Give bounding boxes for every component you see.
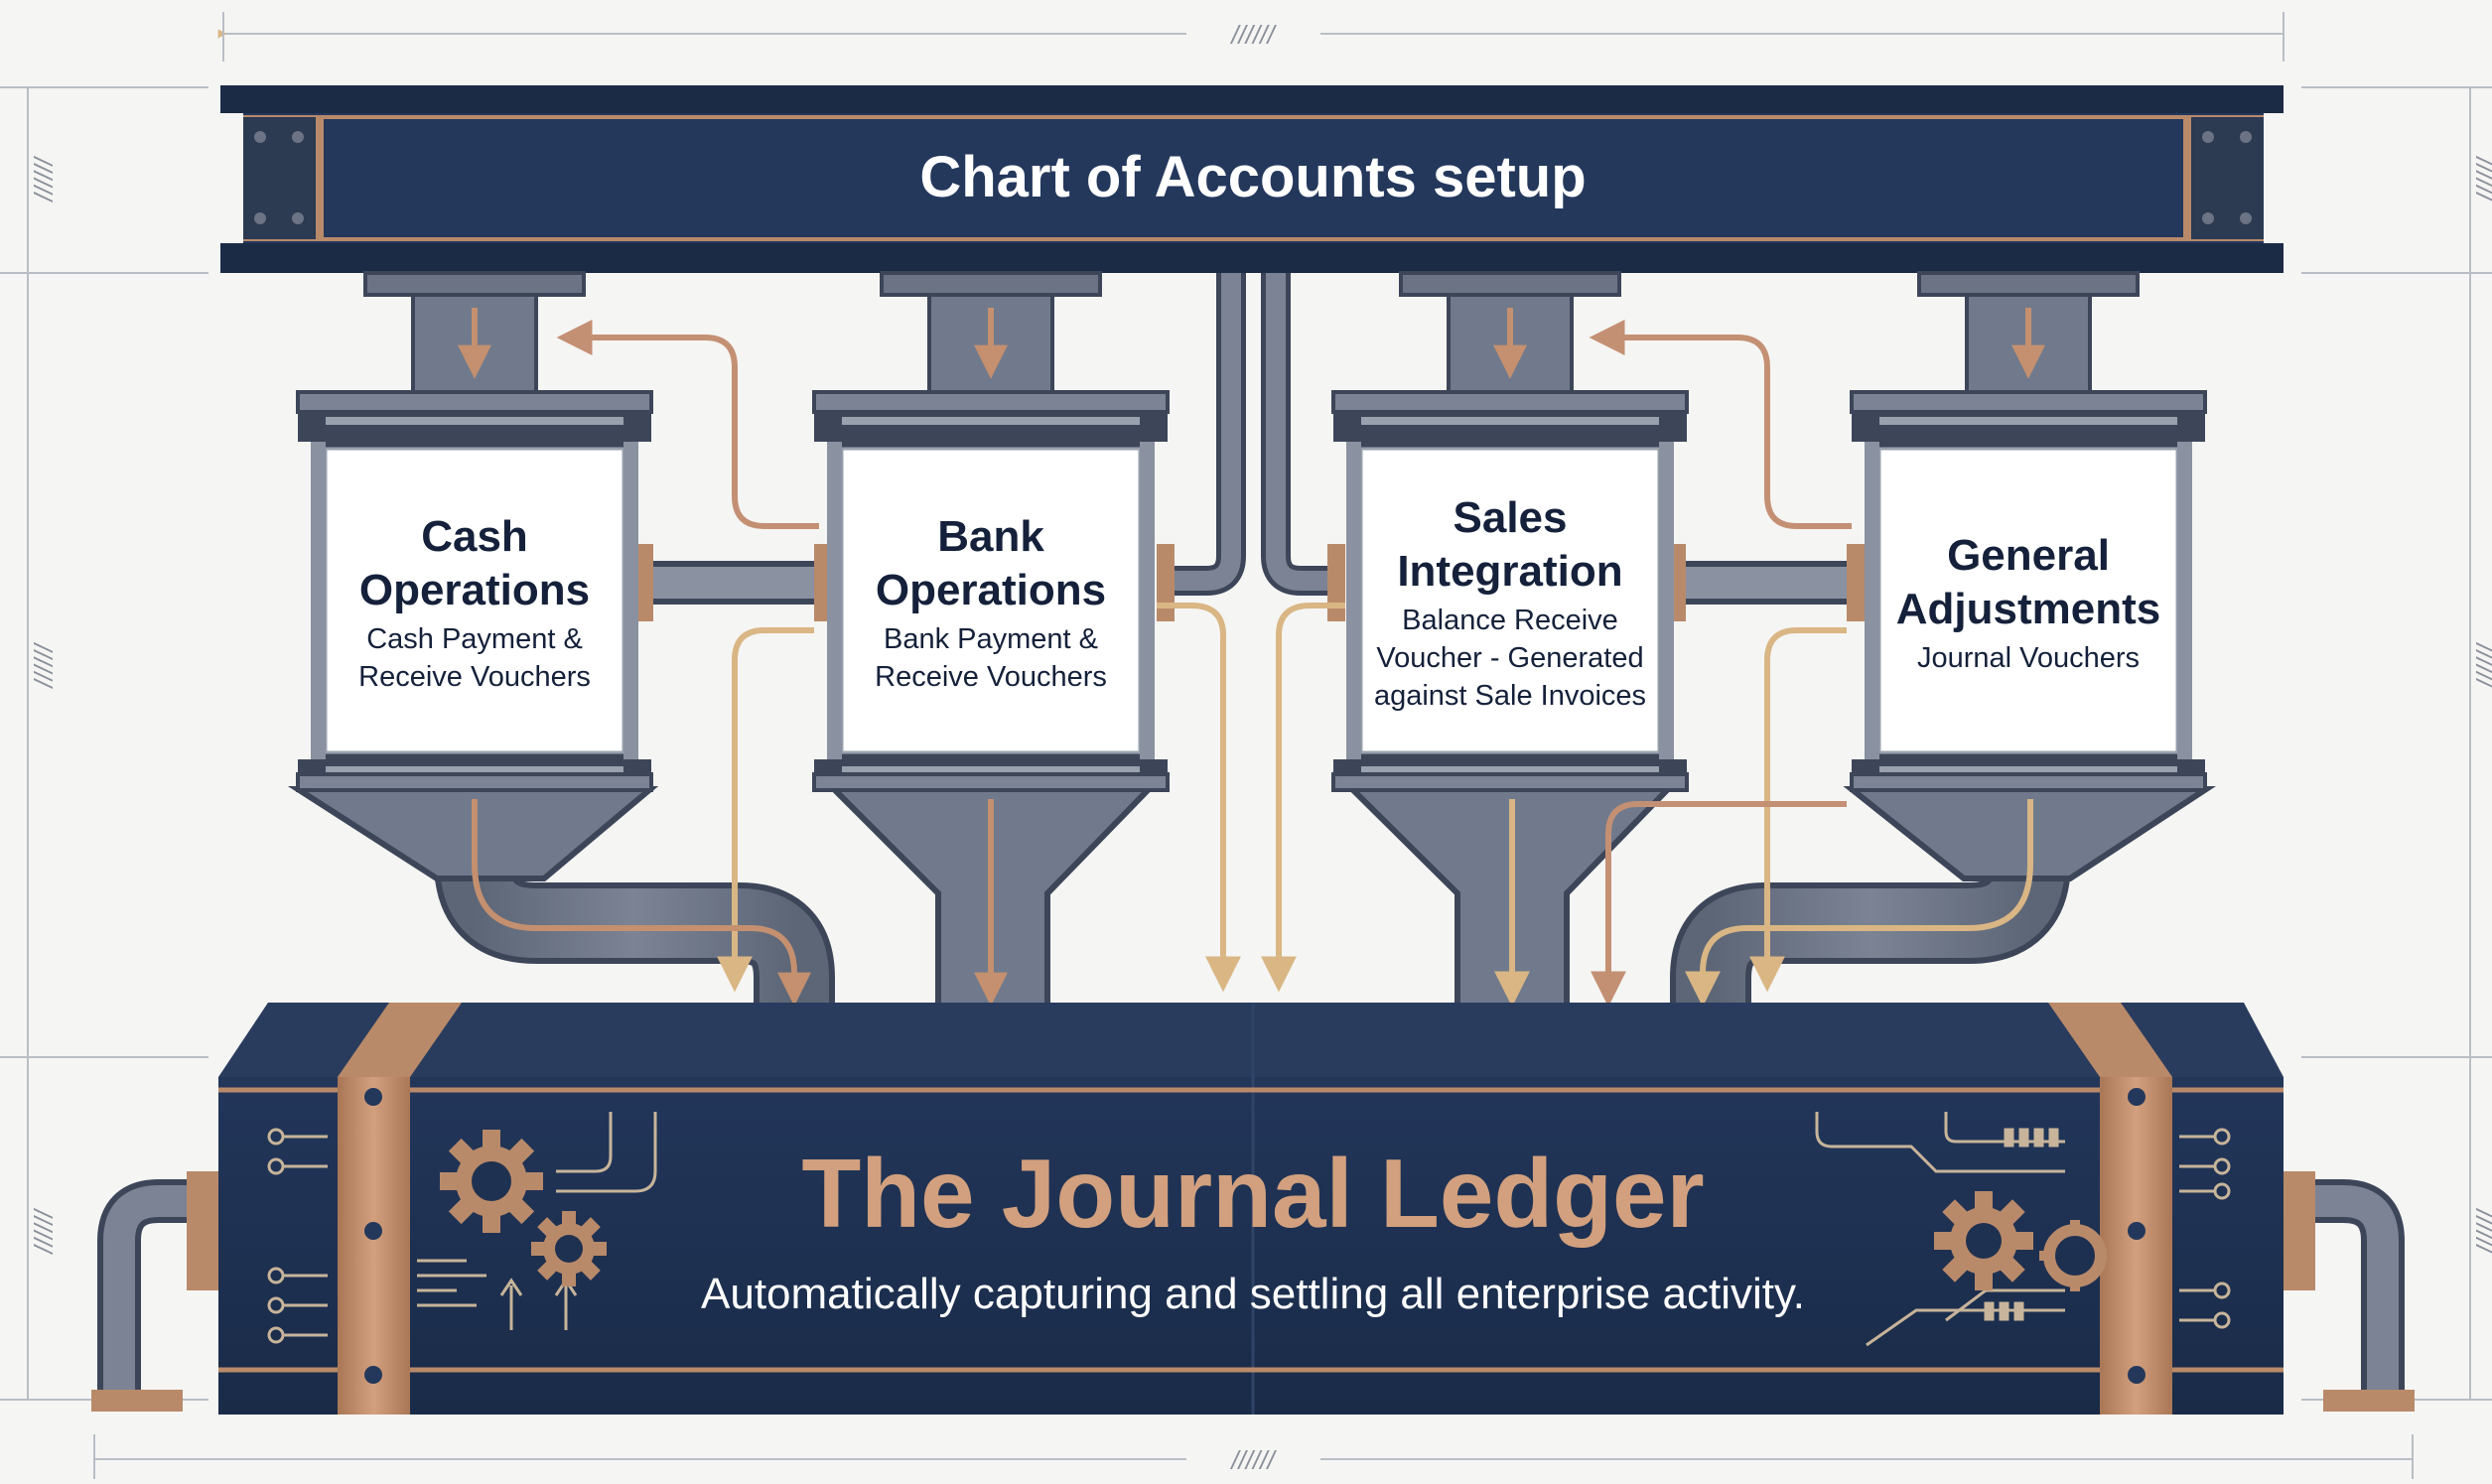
central-pipes: [1157, 273, 1345, 596]
gear-icon: [531, 1211, 607, 1286]
dimension-mark-left-mid: //////: [28, 641, 58, 689]
dimension-mark-right-mid: //////: [2470, 641, 2492, 689]
module-title: Sales: [1454, 493, 1568, 542]
module-title: Adjustments: [1896, 585, 2160, 633]
module-description: against Sale Invoices: [1374, 680, 1646, 712]
ledger-title: The Journal Ledger: [801, 1139, 1704, 1248]
gear-icon: [440, 1130, 543, 1233]
module-title: Bank: [937, 512, 1044, 561]
module-description: Bank Payment &: [884, 623, 1098, 655]
module-title: Cash: [421, 512, 528, 561]
arrow-general-to-sales: [1589, 320, 1852, 529]
dimension-mark-left-bottom: //////: [28, 1207, 58, 1255]
circuit-decoration: [267, 1112, 2231, 1347]
dimension-mark-top: //////: [1229, 20, 1277, 50]
arrow-cash-outlet: [472, 799, 811, 1007]
header-beam: [220, 85, 2284, 273]
outlet-pipes: [287, 784, 2217, 1039]
flow-arrows: [472, 320, 2033, 1008]
module-description: Receive Vouchers: [875, 661, 1107, 693]
module-title: Integration: [1397, 547, 1622, 596]
arrow-general-copper-outlet: [1591, 801, 1847, 1008]
dimension-mark-left-top: //////: [28, 155, 58, 202]
module-description: Balance Receive: [1402, 605, 1618, 636]
dimension-mark-bottom: //////: [1229, 1445, 1277, 1475]
arrow-bank-to-ledger: [717, 627, 814, 993]
dimension-mark-right-top: //////: [2470, 155, 2492, 202]
ledger-subtitle: Automatically capturing and settling all…: [701, 1270, 1805, 1318]
arrow-bank-to-cash: [556, 320, 819, 529]
arrow-center-left-to-ledger: [1157, 603, 1241, 993]
dimension-marks: ////// ////// ////// ////// ////// /////…: [28, 20, 2492, 1475]
arrow-general-to-ledger: [1749, 627, 1847, 993]
gear-icon: [2039, 1220, 2107, 1291]
module-description: Journal Vouchers: [1917, 642, 2140, 674]
module-description: Cash Payment &: [366, 623, 583, 655]
dimension-mark-right-bottom: //////: [2470, 1207, 2492, 1255]
module-title: Operations: [359, 566, 590, 614]
arrow-general-outlet: [1685, 799, 2033, 1008]
gear-icon: [1934, 1191, 2033, 1290]
module-description: Voucher - Generated: [1376, 642, 1643, 674]
module-title: Operations: [876, 566, 1106, 614]
arrow-center-right-to-ledger: [1261, 603, 1345, 993]
tank-connectors: [635, 544, 1865, 621]
header-title: Chart of Accounts setup: [919, 145, 1586, 209]
module-description: Receive Vouchers: [358, 661, 591, 693]
module-title: General: [1947, 531, 2110, 580]
